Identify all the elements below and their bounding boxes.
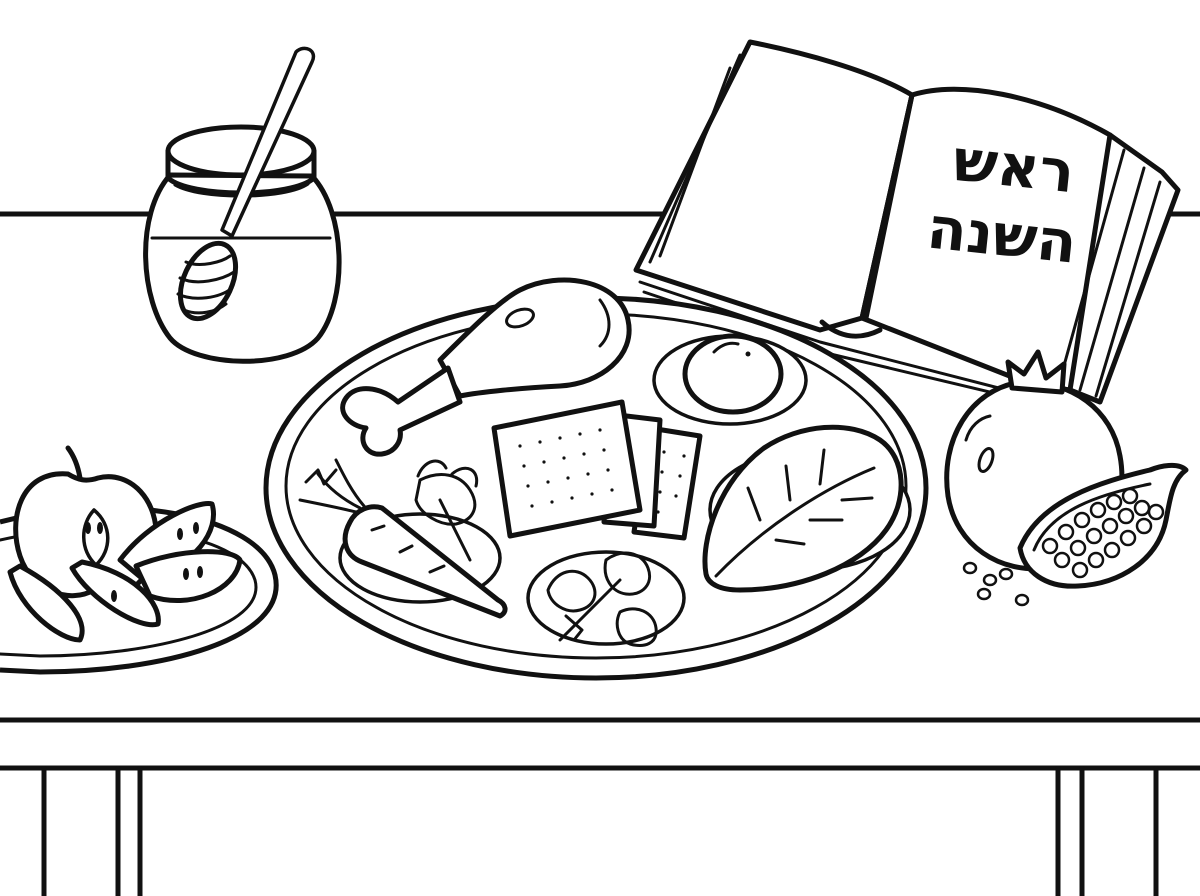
book-title-line-2: השנה (924, 193, 1080, 276)
parsley (414, 459, 479, 562)
carrot (298, 458, 508, 619)
pomegranate-half (1017, 462, 1189, 589)
loose-seeds (962, 561, 1030, 607)
book-title-line-1: ראש (950, 126, 1078, 206)
book: ראש השנה (633, 39, 1181, 406)
apple-slices (7, 501, 243, 643)
honey-jar (143, 46, 342, 364)
honey-dipper (176, 46, 316, 322)
pomegranate-seeds (1041, 487, 1165, 579)
matzah (491, 399, 703, 541)
parsley-bottom (526, 550, 686, 647)
lettuce (702, 424, 912, 593)
chicken-leg (340, 277, 632, 457)
apple-plate (0, 445, 279, 675)
egg (652, 333, 808, 426)
seder-plate (263, 277, 929, 681)
matzah-holes (518, 428, 686, 514)
